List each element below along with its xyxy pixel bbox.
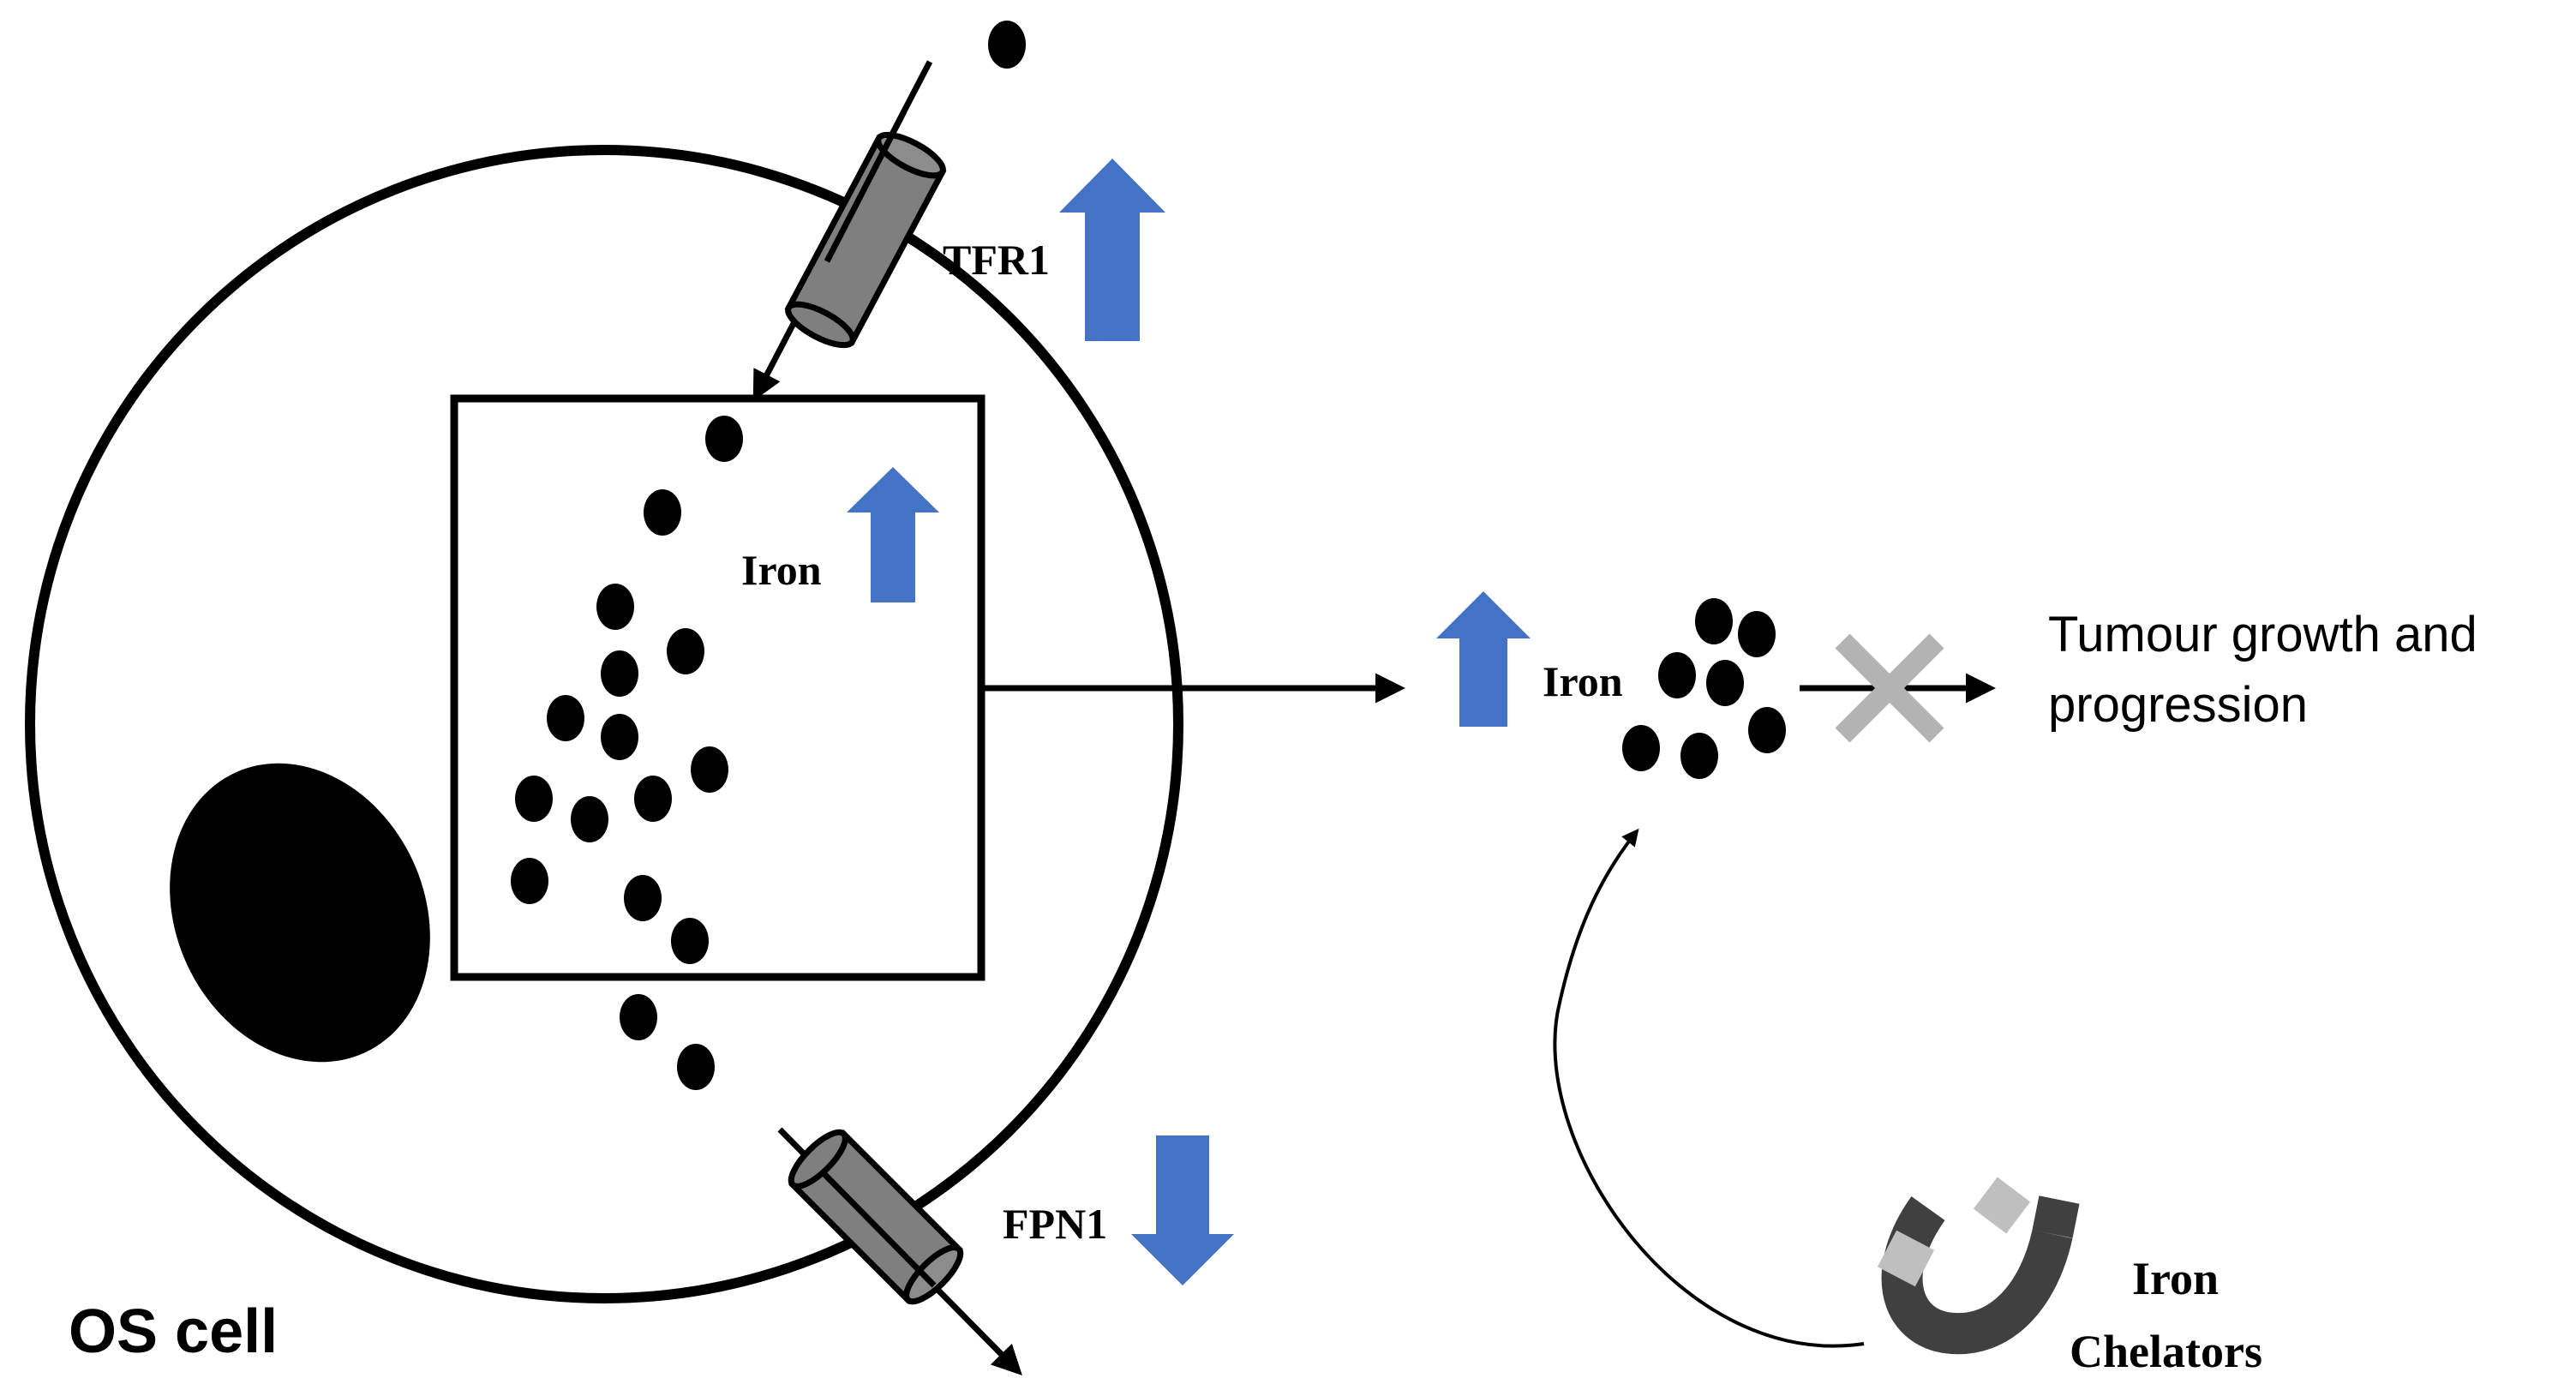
iron-dot (601, 714, 638, 760)
intracellular-iron-dots (511, 416, 743, 1090)
iron-dot (1680, 733, 1718, 779)
iron-dot (1748, 707, 1786, 753)
iron-outside-up-arrow-icon (1436, 591, 1531, 727)
iron-dot (644, 489, 681, 536)
os-cell-membrane (25, 145, 1183, 1303)
tfr1-channel-icon (784, 131, 947, 349)
iron-dot (705, 416, 743, 462)
fpn1-channel-icon (788, 1129, 964, 1305)
iron-inside-label: Iron (741, 546, 822, 594)
fpn1-down-arrow-icon (1131, 1135, 1234, 1285)
iron-dot (1706, 660, 1744, 706)
iron-dot (511, 858, 548, 904)
fpn1-arrow-overlay (820, 1170, 937, 1288)
iron-dot (667, 628, 704, 674)
fpn1-label: FPN1 (1003, 1200, 1107, 1248)
iron-dot (601, 650, 638, 697)
iron-outside-label: Iron (1543, 657, 1623, 705)
iron-dot (1658, 652, 1696, 698)
nucleus (170, 763, 430, 1063)
outcome-line2: progression (2048, 677, 2308, 733)
iron-dot (1622, 725, 1660, 771)
iron-inside-up-arrow-icon (847, 467, 939, 602)
chelator-label-line2: Chelators (2070, 1326, 2262, 1377)
outcome-line1: Tumour growth and (2048, 607, 2477, 662)
iron-dot (624, 875, 662, 921)
os-cell-label: OS cell (69, 1297, 278, 1366)
magnet-icon (1877, 1177, 2080, 1355)
tfr1-label: TFR1 (943, 236, 1050, 284)
chelator-label-line1: Iron (2132, 1253, 2219, 1304)
extracellular-iron-cluster (1622, 598, 1786, 779)
iron-dot (1738, 611, 1776, 657)
iron-dot (677, 1044, 715, 1090)
tfr1-up-arrow-icon (1059, 159, 1165, 341)
iron-dot (596, 584, 634, 630)
iron-dot (1695, 598, 1733, 644)
tfr1-arrow-overlay (824, 110, 908, 263)
iron-dot (515, 776, 553, 822)
iron-dot (634, 776, 672, 822)
x-cross-icon (1835, 633, 1944, 743)
chelator-curved-arrow (1553, 828, 1865, 1348)
iron-dot (691, 746, 728, 793)
iron-dot (671, 918, 709, 964)
iron-dot (620, 994, 657, 1040)
iron-dot (547, 695, 584, 741)
iron-dot (571, 796, 608, 842)
extracellular-iron-dot (988, 21, 1026, 69)
